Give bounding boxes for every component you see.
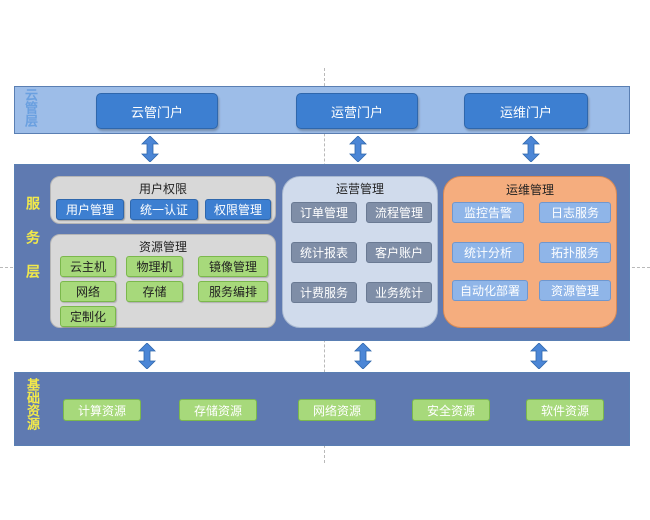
double-arrow-icon	[522, 136, 540, 162]
user-management-button[interactable]: 用户管理	[56, 199, 124, 220]
resource-management-title: 资源管理	[138, 240, 187, 254]
permission-management-button[interactable]: 权限管理	[205, 199, 271, 220]
double-arrow-icon	[141, 136, 159, 162]
log-service-button[interactable]: 日志服务	[539, 202, 611, 223]
user-permission-title: 用户权限	[138, 182, 187, 196]
unified-auth-button[interactable]: 统一认证	[130, 199, 198, 220]
network-button[interactable]: 网络	[60, 281, 116, 302]
customer-account-button[interactable]: 客户账户	[366, 242, 432, 263]
cloud-host-button[interactable]: 云主机	[60, 256, 116, 277]
cloud-management-layer-label: 云管层	[22, 88, 37, 127]
statistics-report-button[interactable]: 统计报表	[291, 242, 357, 263]
business-statistics-button[interactable]: 业务统计	[366, 282, 432, 303]
double-arrow-icon	[138, 343, 156, 369]
compute-resource-button[interactable]: 计算资源	[63, 399, 141, 421]
operations-portal-button[interactable]: 运营门户	[296, 93, 418, 129]
physical-machine-button[interactable]: 物理机	[126, 256, 183, 277]
maintenance-management-title: 运维管理	[505, 183, 554, 197]
security-resource-button[interactable]: 安全资源	[412, 399, 490, 421]
software-resource-button[interactable]: 软件资源	[526, 399, 604, 421]
statistical-analysis-button[interactable]: 统计分析	[452, 242, 524, 263]
resource-management-ops-button[interactable]: 资源管理	[539, 280, 611, 301]
order-management-button[interactable]: 订单管理	[291, 202, 357, 223]
service-orchestration-button[interactable]: 服务编排	[198, 281, 268, 302]
infrastructure-layer-label: 基础资源	[24, 378, 39, 430]
double-arrow-icon	[530, 343, 548, 369]
double-arrow-icon	[349, 136, 367, 162]
monitoring-alert-button[interactable]: 监控告警	[452, 202, 524, 223]
image-management-button[interactable]: 镜像管理	[198, 256, 268, 277]
storage-resource-button[interactable]: 存储资源	[179, 399, 257, 421]
cloud-portal-button[interactable]: 云管门户	[96, 93, 218, 129]
storage-button[interactable]: 存储	[126, 281, 183, 302]
maintenance-portal-button[interactable]: 运维门户	[464, 93, 588, 129]
customization-button[interactable]: 定制化	[60, 306, 116, 327]
service-layer-label: 服务层	[24, 196, 40, 298]
operations-management-title: 运营管理	[335, 182, 384, 196]
network-resource-button[interactable]: 网络资源	[298, 399, 376, 421]
double-arrow-icon	[354, 343, 372, 369]
topology-service-button[interactable]: 拓扑服务	[539, 242, 611, 263]
billing-service-button[interactable]: 计费服务	[291, 282, 357, 303]
workflow-management-button[interactable]: 流程管理	[366, 202, 432, 223]
auto-deployment-button[interactable]: 自动化部署	[452, 280, 528, 301]
